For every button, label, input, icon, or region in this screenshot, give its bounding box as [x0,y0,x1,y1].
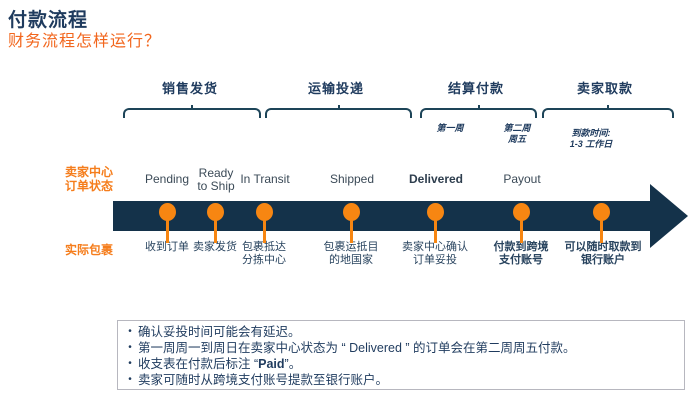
page-title: 付款流程 [8,10,89,31]
note-item: 收支表在付款后标注 “Paid”。 [122,356,676,372]
note-item: 第一周周一到周日在卖家中心状态为 “ Delivered ” 的订单会在第二周周… [122,340,676,356]
milestone-stem [166,214,169,243]
note-text: 收支表在付款后标注 “Paid”。 [138,357,302,371]
status-label-delivered: Delivered [408,172,464,186]
note-text: 卖家可随时从跨境支付账号提款至银行账户。 [138,373,389,387]
row-label-order-status: 卖家中心 订单状态 [64,165,113,193]
milestone-dot-withdraw [593,203,610,221]
milestone-stem [600,214,603,243]
phase-label-settlement-payment: 结算付款 [447,81,504,96]
milestone-desc-confirm-delivery: 卖家中心确认 订单妥投 [402,241,468,266]
milestone-stem [520,214,523,243]
notes-box: 确认妥投时间可能会有延迟。 第一周周一到周日在卖家中心状态为 “ Deliver… [117,320,685,390]
phase-bracket-sales-shipping [123,105,261,118]
milestone-dot-delivered [427,203,444,221]
milestone-dot-in-transit [256,203,273,221]
phase-bracket-seller-withdrawal [542,105,674,118]
timing-note-week2-friday: 第二周 周五 [503,123,531,144]
timeline-band [113,201,650,231]
row-label-actual-package: 实际包裹 [64,243,113,257]
note-item: 卖家可随时从跨境支付账号提款至银行账户。 [122,372,676,388]
milestone-stem [350,214,353,243]
timing-note-week1: 第一周 [436,123,464,133]
milestone-desc-pay-to-account: 付款到跨境 支付账号 [493,241,549,266]
page-subtitle: 财务流程怎样运行？ [8,33,162,50]
milestone-dot-pending [159,203,176,221]
milestone-dot-ready-to-ship [207,203,224,221]
note-text: 第一周周一到周日在卖家中心状态为 “ Delivered ” 的订单会在第二周周… [138,341,576,355]
milestone-stem [263,214,266,243]
milestone-desc-sorting-center: 包裹抵达 分拣中心 [242,241,286,266]
timeline-arrowhead-icon [650,184,688,248]
milestone-desc-destination-country: 包裹运抵目 的地国家 [323,241,379,266]
phase-label-seller-withdrawal: 卖家取款 [576,81,633,96]
status-label-shipped: Shipped [329,172,375,186]
phase-bracket-settlement-payment [420,105,537,118]
milestone-desc-order-received: 收到订单 [145,241,189,253]
milestone-stem [434,214,437,243]
milestone-desc-seller-ships: 卖家发货 [193,241,237,253]
phase-label-transport-delivery: 运输投递 [307,81,364,96]
timing-note-arrival-time: 到款时间: 1-3 工作日 [569,128,613,149]
milestone-stem [214,214,217,243]
milestone-dot-payout [513,203,530,221]
phase-label-sales-shipping: 销售发货 [161,81,218,96]
note-text: 确认妥投时间可能会有延迟。 [138,325,301,339]
phase-bracket-transport-delivery [265,105,412,118]
milestone-desc-withdraw-to-bank: 可以随时取款到 银行账户 [564,241,642,266]
status-label-pending: Pending [144,172,190,186]
status-label-in-transit: In Transit [240,172,290,186]
status-label-payout: Payout [503,172,541,186]
status-label-ready-to-ship: Ready to Ship [197,166,235,193]
milestone-dot-shipped [343,203,360,221]
note-item: 确认妥投时间可能会有延迟。 [122,324,676,340]
